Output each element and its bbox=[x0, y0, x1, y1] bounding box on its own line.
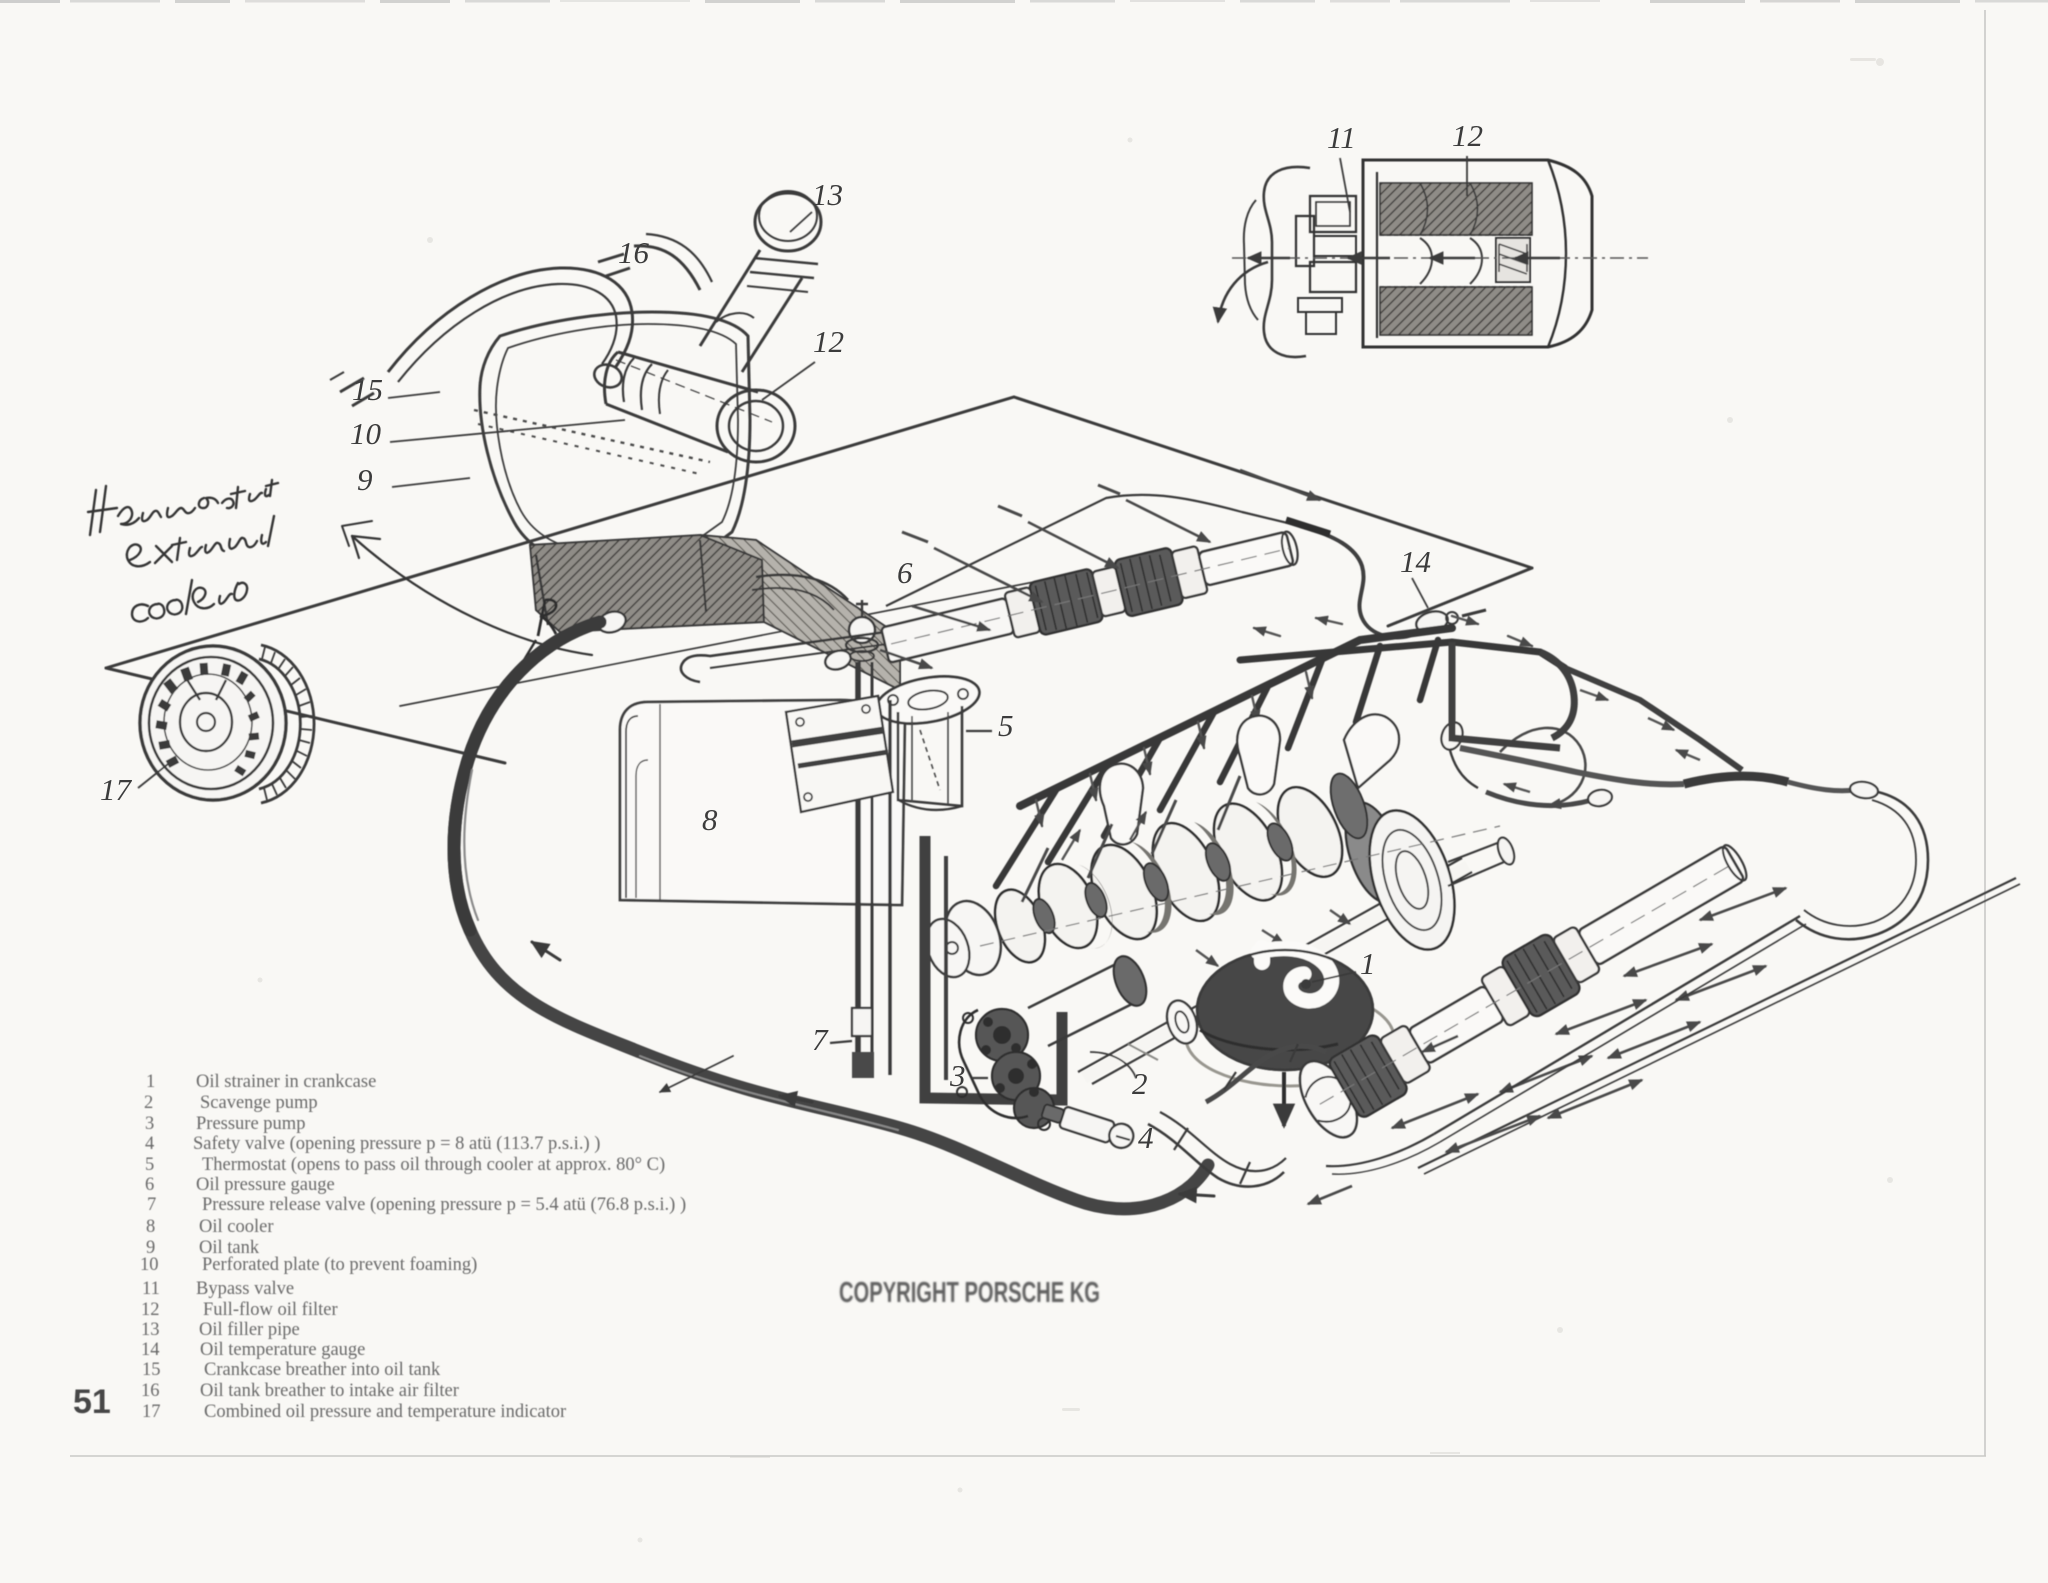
svg-text:13: 13 bbox=[141, 1320, 160, 1340]
svg-text:1: 1 bbox=[1360, 946, 1376, 981]
svg-text:6: 6 bbox=[897, 555, 913, 590]
svg-text:10: 10 bbox=[350, 416, 382, 451]
svg-text:15: 15 bbox=[142, 1360, 161, 1380]
svg-text:3: 3 bbox=[949, 1058, 966, 1093]
svg-text:3: 3 bbox=[145, 1114, 154, 1134]
svg-text:COPYRIGHT PORSCHE KG: COPYRIGHT PORSCHE KG bbox=[839, 1277, 1100, 1309]
svg-text:Thermostat (opens to pass oil: Thermostat (opens to pass oil through co… bbox=[202, 1155, 665, 1175]
svg-text:4: 4 bbox=[1138, 1120, 1154, 1155]
svg-text:1: 1 bbox=[146, 1072, 155, 1092]
svg-text:5: 5 bbox=[998, 708, 1014, 743]
svg-text:12: 12 bbox=[141, 1300, 160, 1320]
svg-text:Oil filler pipe: Oil filler pipe bbox=[199, 1320, 300, 1340]
svg-text:7: 7 bbox=[147, 1195, 156, 1215]
svg-text:Perforated plate (to prevent f: Perforated plate (to prevent foaming) bbox=[202, 1255, 477, 1275]
svg-text:Full-flow oil filter: Full-flow oil filter bbox=[203, 1300, 338, 1320]
svg-text:13: 13 bbox=[812, 177, 843, 212]
svg-text:14: 14 bbox=[141, 1340, 160, 1360]
svg-text:51: 51 bbox=[73, 1383, 111, 1421]
svg-text:Oil tank breather to intake ai: Oil tank breather to intake air filter bbox=[200, 1381, 459, 1401]
svg-text:12: 12 bbox=[1452, 118, 1483, 153]
svg-text:Safety valve (opening pressure: Safety valve (opening pressure p = 8 atü… bbox=[193, 1134, 600, 1154]
svg-text:Oil cooler: Oil cooler bbox=[199, 1217, 274, 1237]
svg-text:Bypass valve: Bypass valve bbox=[196, 1279, 294, 1299]
svg-text:Pressure pump: Pressure pump bbox=[196, 1114, 305, 1134]
svg-text:8: 8 bbox=[702, 802, 718, 837]
svg-text:2: 2 bbox=[144, 1093, 153, 1113]
svg-text:16: 16 bbox=[141, 1381, 160, 1401]
svg-text:9: 9 bbox=[357, 462, 373, 497]
svg-text:Oil strainer in crankcase: Oil strainer in crankcase bbox=[196, 1072, 376, 1092]
svg-text:10: 10 bbox=[140, 1255, 159, 1275]
svg-text:12: 12 bbox=[813, 324, 844, 359]
svg-text:8: 8 bbox=[146, 1217, 155, 1237]
svg-text:15: 15 bbox=[352, 372, 383, 407]
svg-text:17: 17 bbox=[100, 772, 133, 807]
svg-text:2: 2 bbox=[1132, 1066, 1148, 1101]
svg-text:Scavenge pump: Scavenge pump bbox=[200, 1093, 318, 1113]
svg-text:4: 4 bbox=[145, 1134, 154, 1154]
svg-text:Oil temperature gauge: Oil temperature gauge bbox=[200, 1340, 365, 1360]
svg-text:6: 6 bbox=[145, 1175, 154, 1195]
svg-text:Combined oil pressure and temp: Combined oil pressure and temperature in… bbox=[204, 1402, 566, 1422]
svg-text:Crankcase breather into oil ta: Crankcase breather into oil tank bbox=[204, 1360, 441, 1380]
svg-text:Pressure release valve (openin: Pressure release valve (opening pressure… bbox=[202, 1195, 686, 1215]
svg-text:Oil tank: Oil tank bbox=[199, 1238, 260, 1258]
svg-text:Oil pressure gauge: Oil pressure gauge bbox=[196, 1175, 335, 1195]
svg-text:9: 9 bbox=[146, 1238, 155, 1258]
svg-text:7: 7 bbox=[812, 1022, 829, 1057]
svg-text:16: 16 bbox=[618, 235, 650, 270]
svg-text:11: 11 bbox=[142, 1279, 160, 1299]
svg-text:5: 5 bbox=[145, 1155, 154, 1175]
svg-text:11: 11 bbox=[1327, 120, 1356, 155]
svg-text:17: 17 bbox=[142, 1402, 161, 1422]
svg-text:14: 14 bbox=[1400, 544, 1431, 579]
